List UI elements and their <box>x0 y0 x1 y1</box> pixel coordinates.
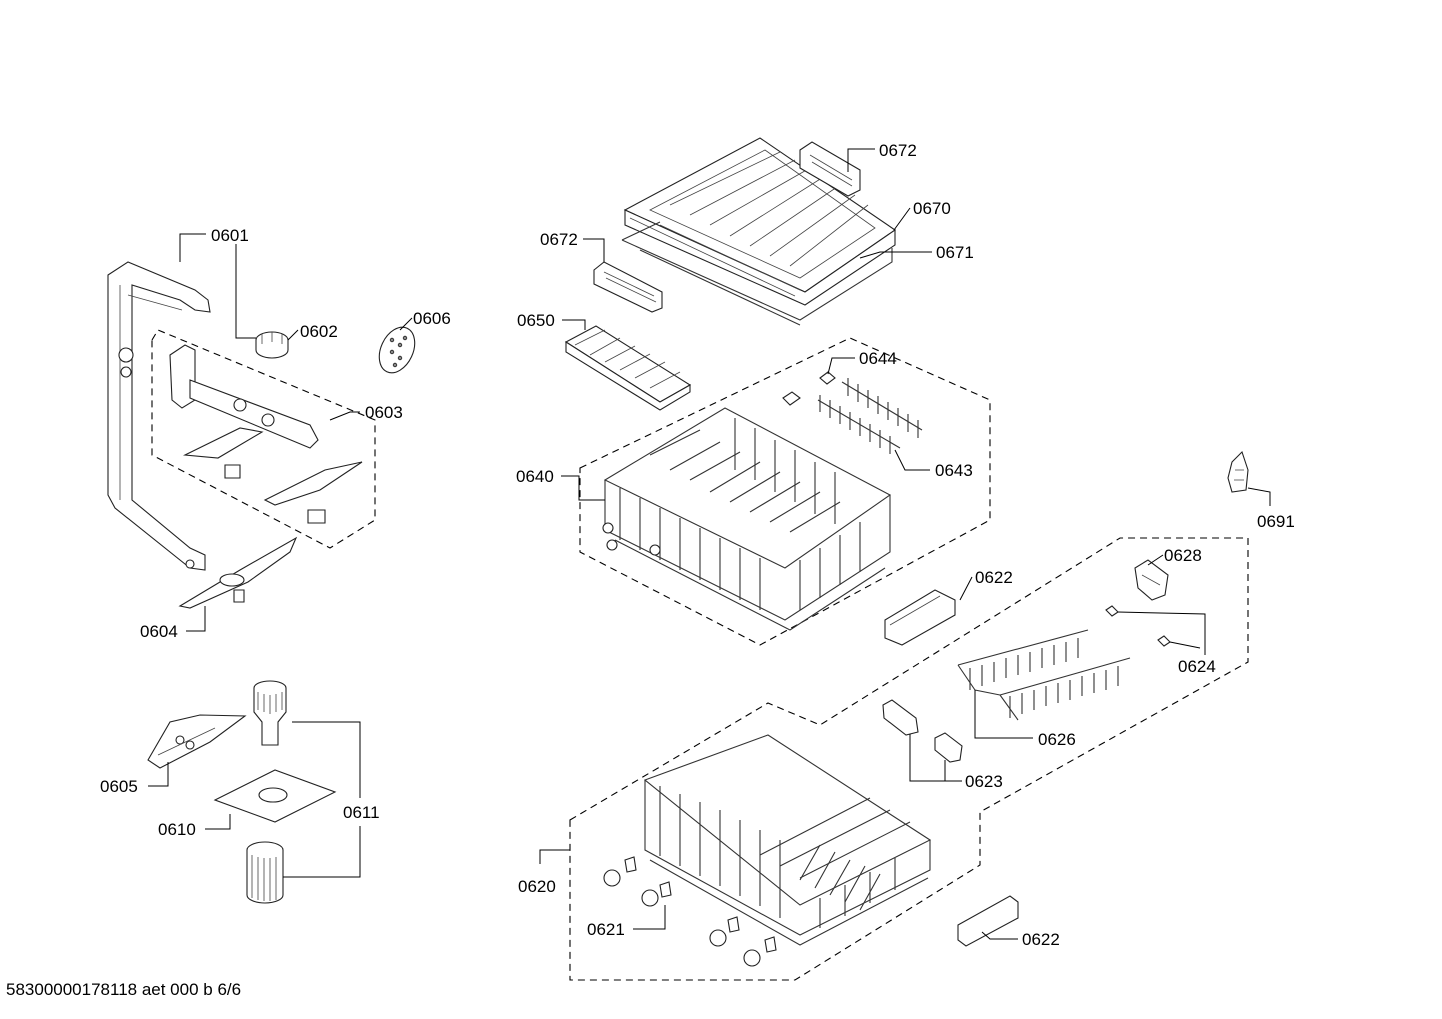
label-0605: 0605 <box>100 777 138 796</box>
leader-lines <box>148 148 1271 940</box>
label-0672-top: 0672 <box>879 141 917 160</box>
label-0670: 0670 <box>913 199 951 218</box>
label-0603: 0603 <box>365 403 403 422</box>
label-0623: 0623 <box>965 772 1003 791</box>
fine-filter-cover-0605 <box>147 714 247 769</box>
group-outline-0640 <box>579 337 991 646</box>
label-0606: 0606 <box>413 309 451 328</box>
label-0601: 0601 <box>211 226 249 245</box>
lower-spray-arm-0604 <box>178 536 298 609</box>
rail-clip-0672-left <box>593 261 663 313</box>
label-0672-left: 0672 <box>540 230 578 249</box>
hook-0691 <box>1227 450 1249 493</box>
label-0611: 0611 <box>343 803 380 822</box>
label-0604: 0604 <box>140 622 178 641</box>
lower-basket-0620 <box>643 734 932 946</box>
label-0628: 0628 <box>1164 546 1202 565</box>
filter-system-0611 <box>246 680 287 904</box>
label-0621: 0621 <box>587 920 625 939</box>
upper-spray-arm-assembly-0603 <box>169 344 363 524</box>
cup-shelf-0650 <box>564 325 692 411</box>
nut-0602 <box>255 331 289 359</box>
flat-filter-0610 <box>213 769 337 823</box>
group-outline-0620 <box>569 537 1249 981</box>
tine-rack-0626 <box>957 629 1131 721</box>
filter-disc-0606 <box>378 326 416 374</box>
label-0622-upper: 0622 <box>975 568 1013 587</box>
label-0643: 0643 <box>935 461 973 480</box>
upper-basket-0640 <box>602 407 892 631</box>
wheels-0621 <box>603 856 777 967</box>
label-0671: 0671 <box>936 243 974 262</box>
label-0640: 0640 <box>516 467 554 486</box>
tine-row-0643 <box>817 378 923 454</box>
handle-0622-upper <box>884 589 956 646</box>
label-0602: 0602 <box>300 322 338 341</box>
label-0650: 0650 <box>517 311 555 330</box>
holder-0628 <box>1134 559 1169 601</box>
label-0626: 0626 <box>1038 730 1076 749</box>
label-0610: 0610 <box>158 820 196 839</box>
label-0622-lower: 0622 <box>1022 930 1060 949</box>
spray-arm-feed-pipe-0601 <box>107 261 211 571</box>
label-0644: 0644 <box>859 349 897 368</box>
group-outline-0603 <box>151 329 376 549</box>
cutlery-tray-0670 <box>623 137 896 306</box>
handle-0622-lower <box>957 895 1019 947</box>
label-0691: 0691 <box>1257 512 1295 531</box>
clip-0644 <box>782 371 836 406</box>
document-id-footer: 58300000178118 aet 000 b 6/6 <box>6 980 242 999</box>
label-0620: 0620 <box>518 877 556 896</box>
tray-rail-frame-0671 <box>621 221 893 326</box>
roller-bracket-0623 <box>882 699 963 763</box>
label-0624: 0624 <box>1178 657 1216 676</box>
rail-clip-0672-top <box>799 141 861 197</box>
